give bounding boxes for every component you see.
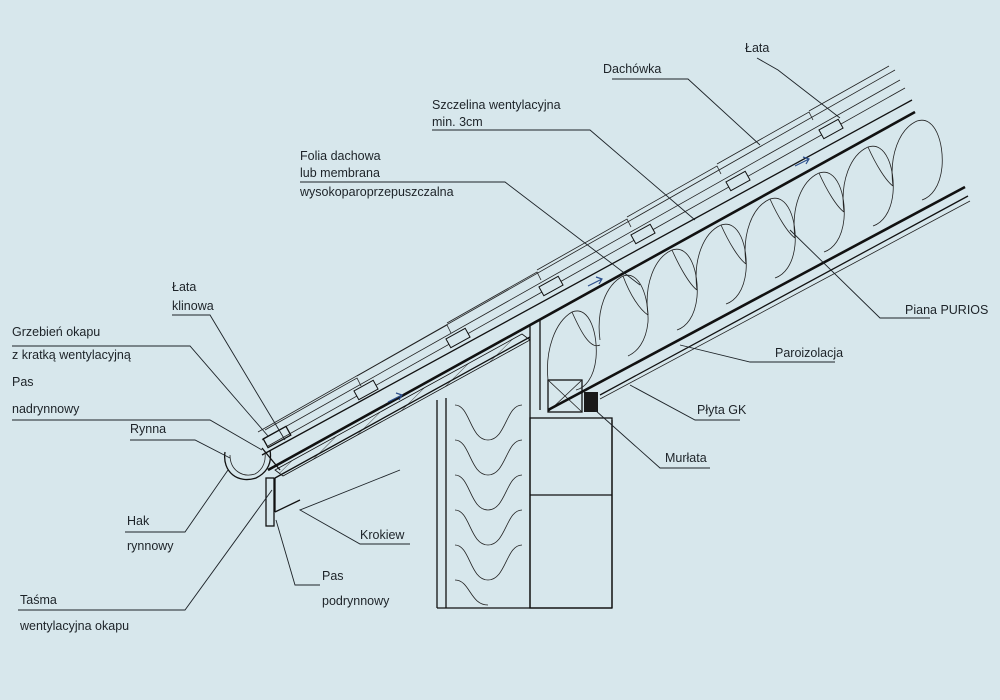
label-lata-klinowa-line1: Łata [172, 280, 196, 294]
label-grzebien-line1: Grzebień okapu [12, 325, 100, 339]
label-paroizolacja: Paroizolacja [775, 346, 843, 360]
label-lata-klinowa-line2: klinowa [172, 299, 214, 313]
label-rynna: Rynna [130, 422, 166, 436]
membrane [261, 99, 913, 456]
roof-insulation [547, 119, 943, 391]
label-plyta-gk: Płyta GK [697, 403, 747, 417]
masonry-block [529, 417, 613, 609]
eave-comb [262, 425, 292, 449]
label-tasma-line2: wentylacyjna okapu [19, 619, 129, 633]
rafter [267, 110, 916, 513]
label-krokiew: Krokiew [360, 528, 405, 542]
label-szczelina-line1: Szczelina wentylacyjna [432, 98, 561, 112]
ceiling-layers [547, 185, 971, 412]
battens [353, 118, 844, 401]
label-folia-line1: Folia dachowa [300, 149, 381, 163]
label-grzebien-line2: z kratką wentylacyjną [12, 348, 131, 362]
label-pas-nadrynnowy-line1: Pas [12, 375, 34, 389]
label-lata: Łata [745, 41, 769, 55]
label-pas-podrynnowy-line2: podrynnowy [322, 594, 390, 608]
gutter [224, 447, 281, 481]
label-hak-line1: Hak [127, 514, 150, 528]
label-dachowka: Dachówka [603, 62, 661, 76]
label-murlata: Murłata [665, 451, 707, 465]
label-pas-nadrynnowy-line2: nadrynnowy [12, 402, 80, 416]
label-tasma-line1: Taśma [20, 593, 57, 607]
label-pas-podrynnowy-line1: Pas [322, 569, 344, 583]
label-szczelina-line2: min. 3cm [432, 115, 483, 129]
wall-insulation [454, 404, 523, 606]
fascia-board [265, 477, 275, 527]
label-folia-line2: lub membrana [300, 166, 380, 180]
leader-lines [12, 57, 930, 611]
label-folia-line3: wysokoparoprzepuszczalna [299, 185, 454, 199]
label-piana-purios: Piana PURIOS [905, 303, 988, 317]
airflow-arrows [387, 156, 810, 403]
label-hak-line2: rynnowy [127, 539, 174, 553]
